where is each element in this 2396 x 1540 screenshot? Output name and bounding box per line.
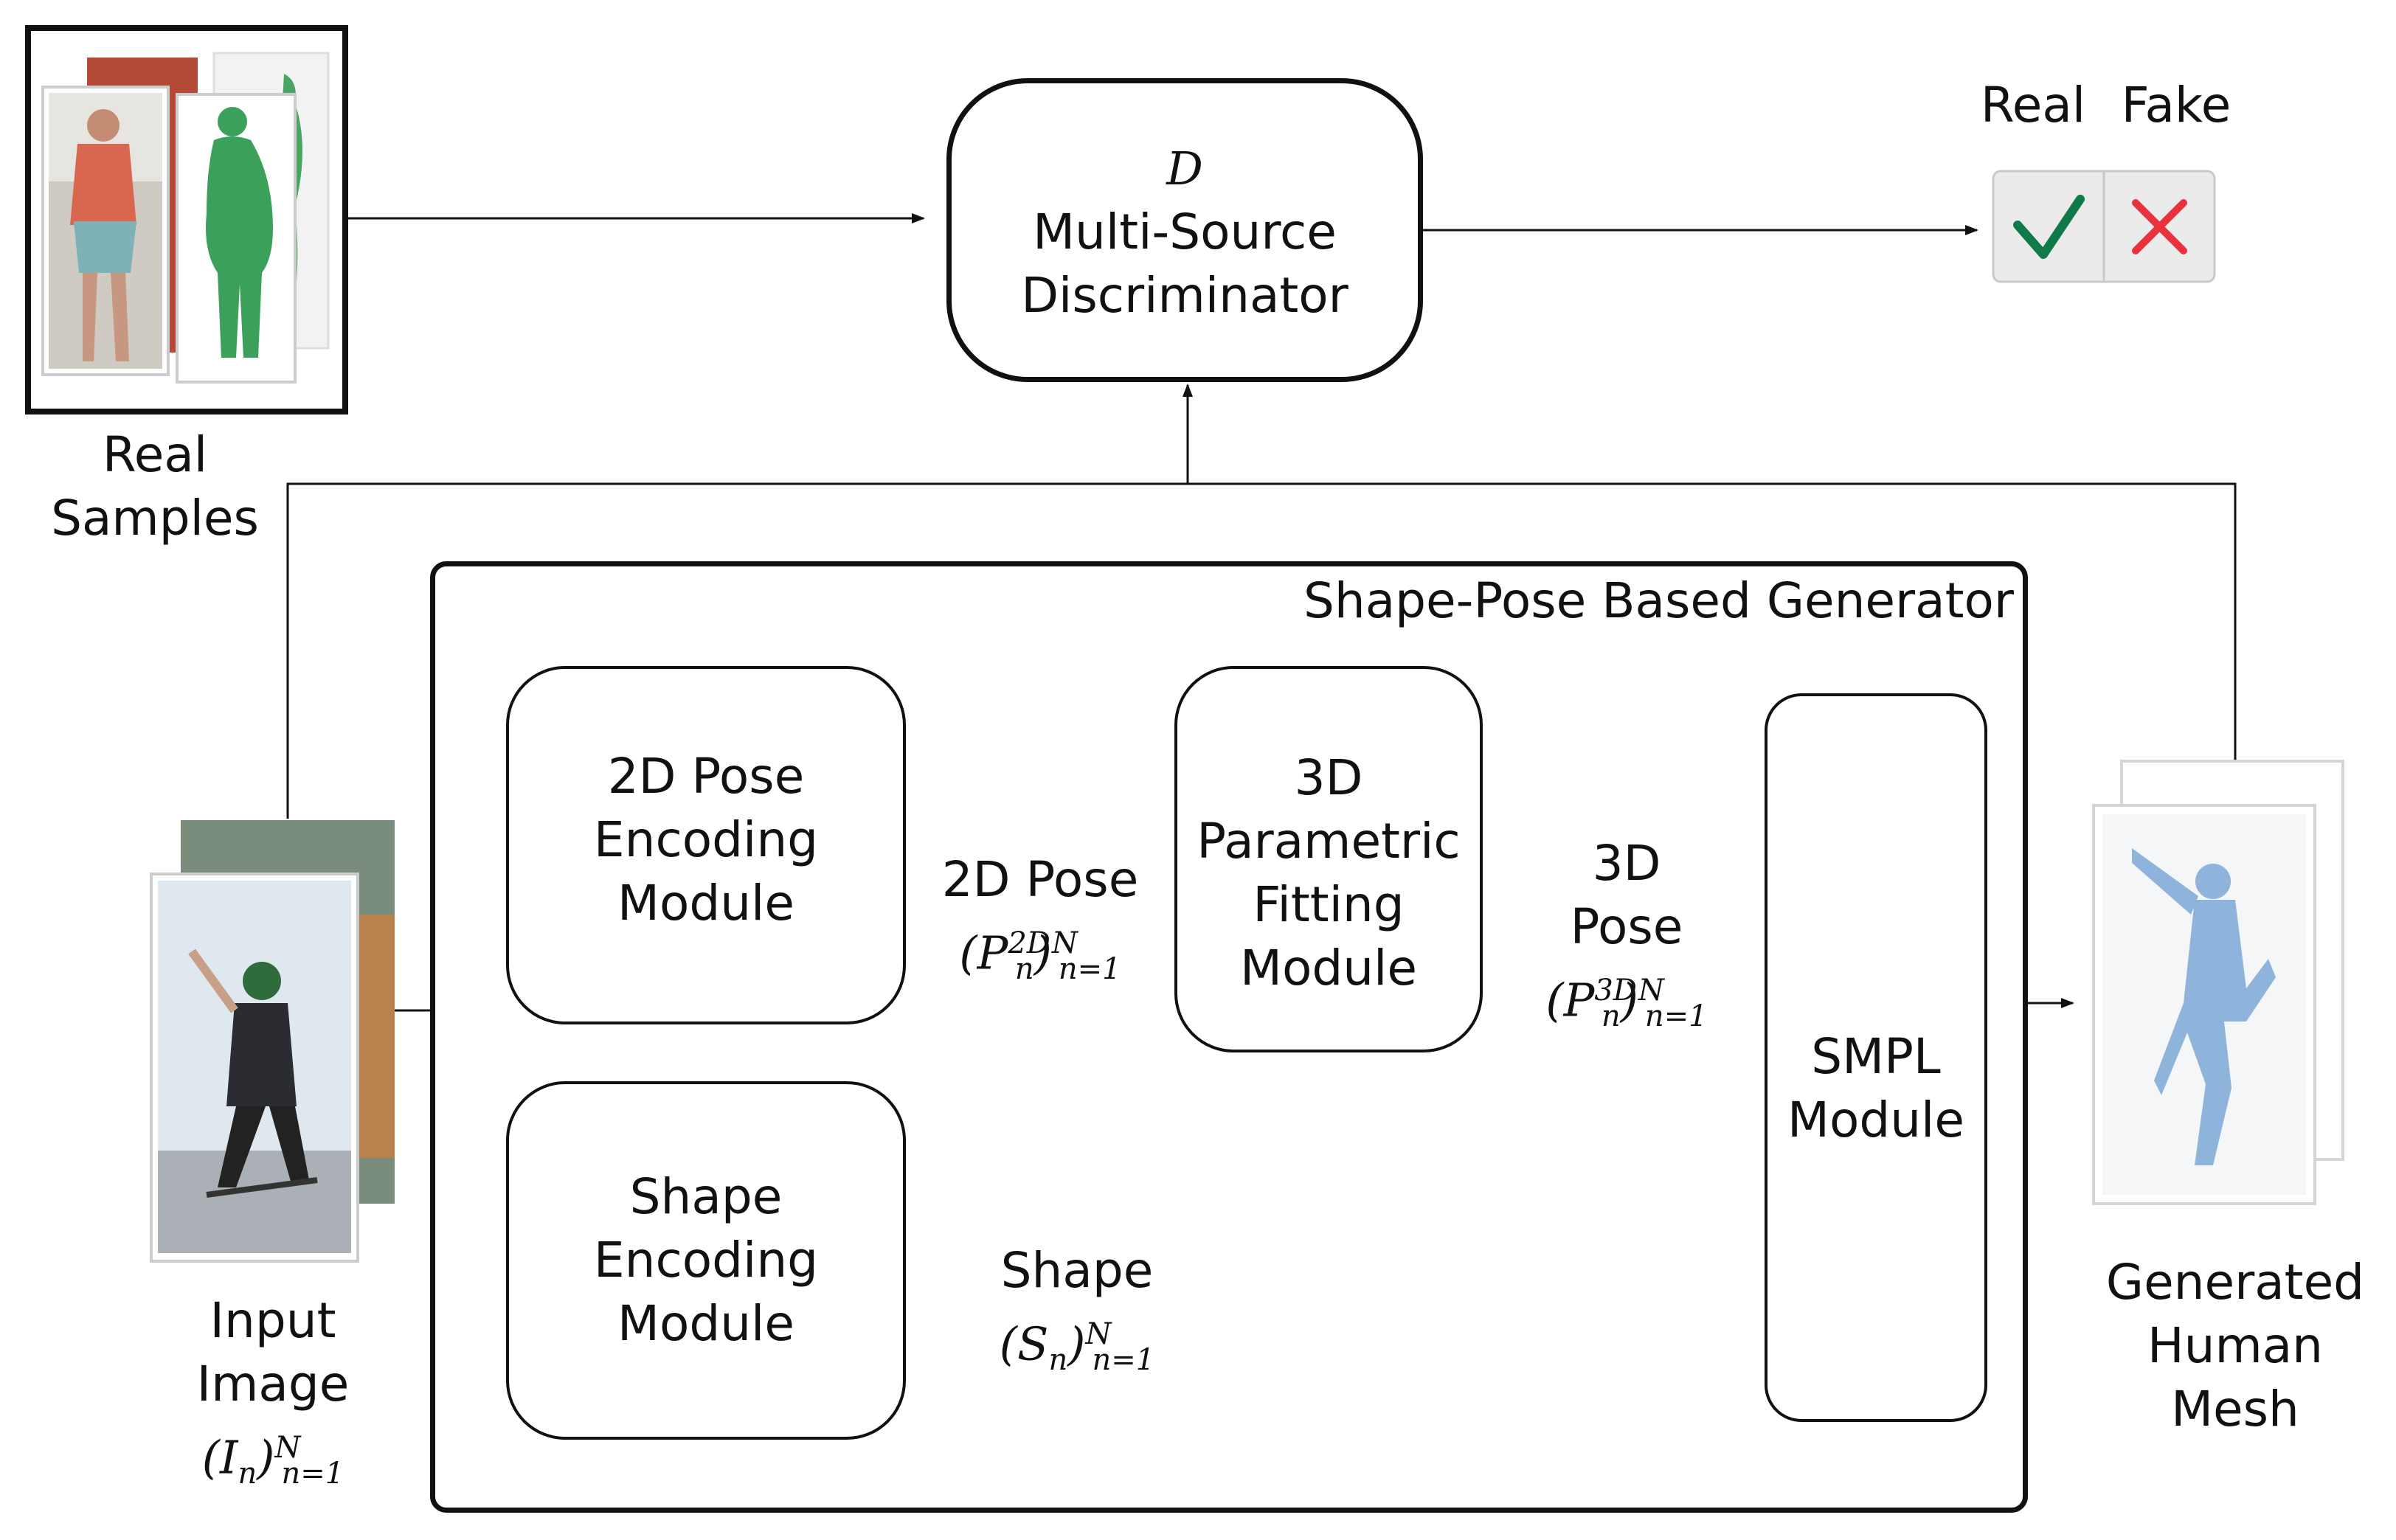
discriminator-symbol: D: [1166, 142, 1203, 195]
cross-icon: [2132, 199, 2187, 254]
pose2d-module-label: 2D Pose Encoding Module: [506, 745, 906, 935]
pose3d-edge-text2: Pose: [1570, 898, 1683, 955]
real-samples-images: [25, 25, 348, 415]
pose2d-edge-formula: (P2Dn)Nn=1: [959, 926, 1121, 987]
output-line3: Mesh: [2171, 1381, 2299, 1437]
input-formula: (In)Nn=1: [201, 1430, 344, 1491]
fitting3d-module: [1174, 666, 1483, 1052]
input-line1: Input: [210, 1292, 336, 1349]
discriminator-line2: Discriminator: [1021, 267, 1348, 324]
shape-encoding-module: [506, 1081, 906, 1440]
pose3d-edge-formula: (P3Dn)Nn=1: [1545, 973, 1708, 1034]
fitting3d-line4: Module: [1240, 940, 1417, 996]
output-line2: Human: [2147, 1317, 2324, 1374]
generated-mesh-thumbnails: [2092, 760, 2344, 1205]
shape-edge-label: Shape (Sn)Nn=1: [937, 1239, 1217, 1392]
smpl-module: [1765, 693, 1987, 1422]
fake-label: Fake: [2121, 77, 2231, 133]
shape-module-label: Shape Encoding Module: [506, 1165, 906, 1356]
pose3d-edge-text1: 3D: [1592, 835, 1661, 892]
shape-line2: Encoding: [593, 1232, 819, 1288]
pose2d-encoding-module: [506, 666, 906, 1024]
discriminator-line1: Multi-Source: [1033, 204, 1337, 260]
input-image-label: Input Image (In)Nn=1: [148, 1289, 398, 1505]
pose2d-line2: Encoding: [593, 811, 819, 868]
shape-edge-formula: (Sn)Nn=1: [999, 1317, 1155, 1378]
pose2d-edge-label: 2D Pose (P2Dn)Nn=1: [907, 848, 1173, 1001]
fitting3d-line2: Parametric: [1197, 813, 1461, 870]
pose2d-line3: Module: [617, 875, 794, 932]
discriminator-label: D Multi-Source Discriminator: [946, 137, 1423, 327]
input-image-thumbnails: [150, 820, 395, 1263]
output-line1: Generated: [2105, 1254, 2365, 1311]
fitting3d-module-label: 3D Parametric Fitting Module: [1174, 746, 1483, 1000]
smpl-line1: SMPL: [1811, 1028, 1941, 1085]
generated-mesh-label: Generated Human Mesh: [2095, 1251, 2375, 1441]
smpl-module-label: SMPL Module: [1765, 1025, 1987, 1152]
fitting3d-line1: 3D: [1294, 749, 1363, 806]
generator-title: Shape-Pose Based Generator: [1303, 572, 2014, 629]
shape-line3: Module: [617, 1295, 794, 1352]
input-line2: Image: [196, 1356, 350, 1412]
real-fake-indicator: [1992, 170, 2216, 283]
real-samples-label: Real Samples: [30, 423, 280, 550]
shape-line1: Shape: [629, 1168, 783, 1225]
check-icon: [2013, 195, 2085, 259]
fitting3d-line3: Fitting: [1253, 876, 1405, 933]
real-samples-line1: Real: [102, 426, 208, 483]
pose3d-edge-label: 3D Pose (P3Dn)Nn=1: [1498, 832, 1756, 1048]
real-samples-line2: Samples: [51, 490, 259, 547]
shape-edge-text: Shape: [1000, 1242, 1154, 1299]
discriminator-box: [946, 78, 1423, 382]
smpl-line2: Module: [1787, 1092, 1964, 1148]
pose2d-edge-text: 2D Pose: [941, 851, 1139, 908]
pose2d-line1: 2D Pose: [607, 748, 805, 805]
real-label: Real: [1980, 77, 2086, 133]
